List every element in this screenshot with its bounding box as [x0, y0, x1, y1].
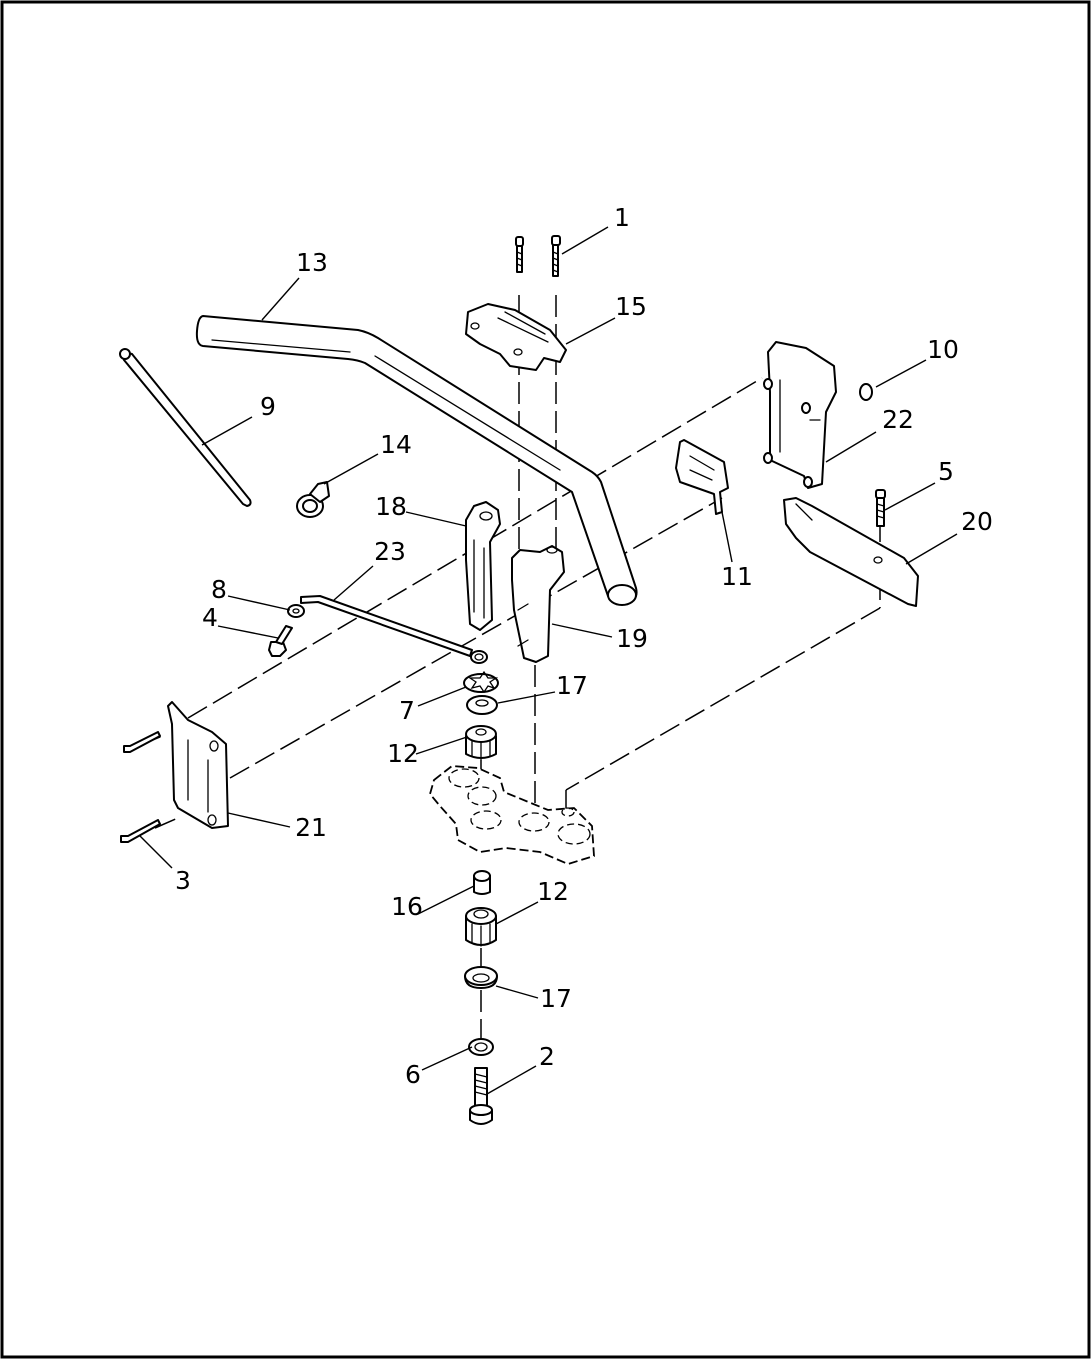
callout-3: 3	[175, 866, 191, 895]
callout-2: 2	[539, 1042, 555, 1071]
callout-18: 18	[375, 492, 407, 521]
callout-21: 21	[295, 813, 327, 842]
callout-16: 16	[391, 892, 423, 921]
strap-screw	[268, 625, 293, 657]
lower-bushing	[465, 907, 497, 947]
top-clamp	[465, 303, 567, 371]
handlebar	[195, 315, 638, 606]
pinch-bolt	[469, 1067, 493, 1125]
lower-fork-bracket	[429, 765, 595, 865]
spacer-sleeve	[473, 870, 491, 895]
callout-9: 9	[260, 392, 276, 421]
callout-labels: 1 2 3 4 5 6 7 8 9 10 11 12 12 13 14 15 1…	[175, 203, 993, 1089]
left-trim-plate	[120, 701, 229, 843]
callout-1: 1	[614, 203, 630, 232]
ground-strap	[300, 595, 488, 664]
trim-screw	[875, 489, 886, 527]
callout-19: 19	[616, 624, 648, 653]
star-washer-small	[287, 604, 305, 618]
callout-15: 15	[615, 292, 647, 321]
callout-20: 20	[961, 507, 993, 536]
right-trim-bracket	[763, 341, 873, 489]
callout-14: 14	[380, 430, 412, 459]
leader-lines	[139, 226, 958, 1095]
upper-bushing	[465, 725, 497, 761]
callout-12-upper: 12	[387, 739, 419, 768]
callout-6: 6	[405, 1060, 421, 1089]
callout-13: 13	[296, 248, 328, 277]
callout-10: 10	[927, 335, 959, 364]
lower-cup-washer	[464, 966, 498, 989]
lower-trim-plate	[783, 497, 919, 607]
handlebar-clamp	[296, 481, 330, 518]
left-riser	[465, 501, 501, 631]
callout-17-lower: 17	[540, 984, 572, 1013]
cable-tie	[119, 348, 252, 507]
callout-12-lower: 12	[537, 877, 569, 906]
split-lock-washer	[468, 1038, 494, 1056]
star-washer	[463, 670, 499, 694]
callout-5: 5	[938, 457, 954, 486]
right-riser	[511, 545, 565, 663]
upper-washer	[466, 695, 498, 715]
riser-screws	[515, 235, 561, 277]
callout-23: 23	[374, 537, 406, 566]
callout-4: 4	[202, 603, 218, 632]
callout-17-upper: 17	[556, 671, 588, 700]
callout-22: 22	[882, 405, 914, 434]
callout-8: 8	[211, 575, 227, 604]
callout-11: 11	[721, 562, 753, 591]
callout-7: 7	[399, 696, 415, 725]
